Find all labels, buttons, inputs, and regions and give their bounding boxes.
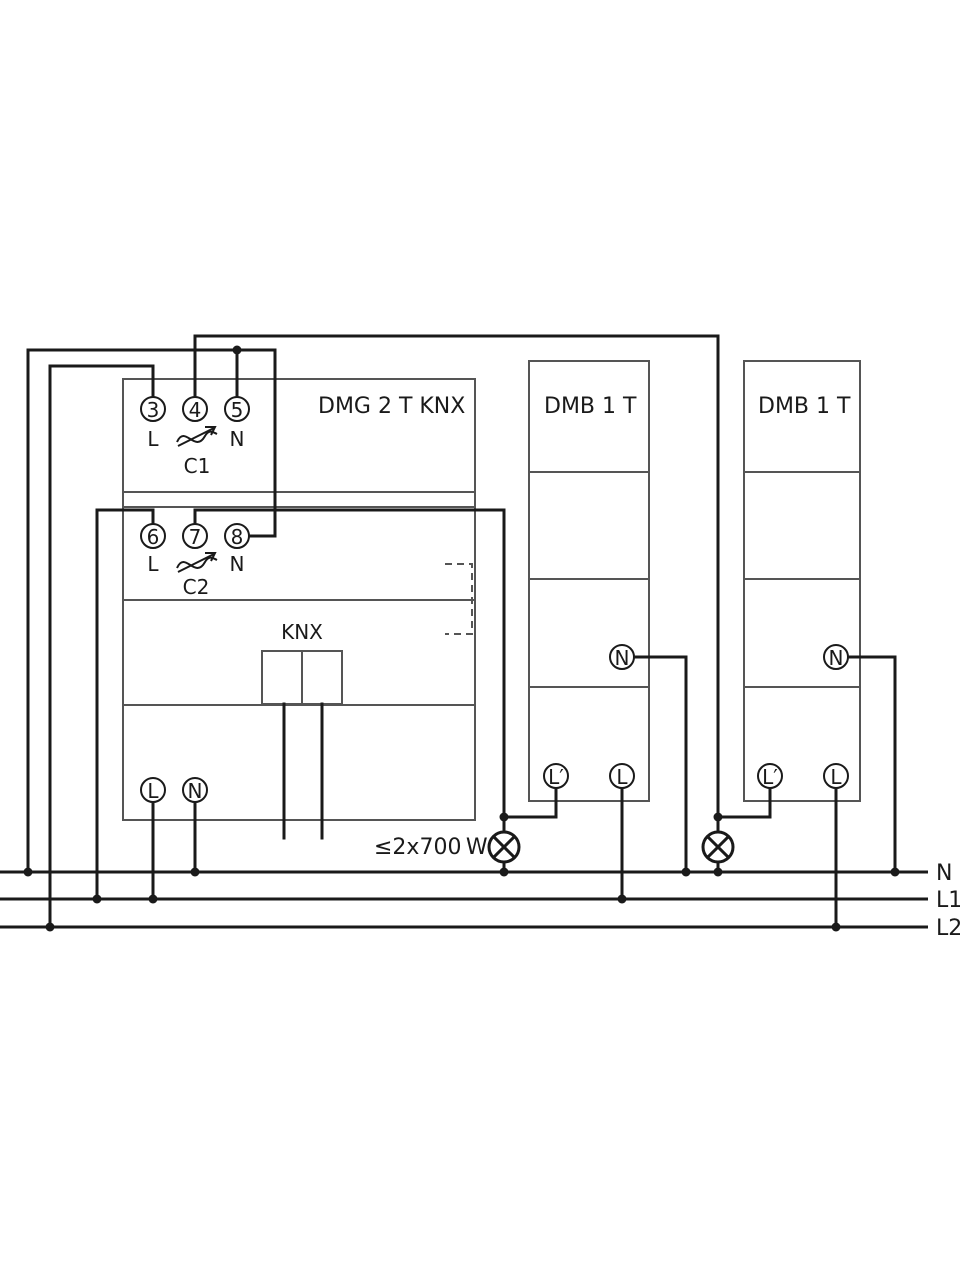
junction-dot bbox=[92, 894, 102, 904]
terminal-5-label: 5 bbox=[231, 398, 244, 422]
bus-rails: N L1 L2 bbox=[0, 861, 960, 941]
booster-2-terminal-lprime[interactable] bbox=[757, 763, 783, 789]
wire-booster1-n bbox=[632, 655, 688, 874]
rail-n-label: N bbox=[936, 861, 952, 886]
booster-1-terminal-n-label: N bbox=[615, 646, 630, 670]
knx-label: KNX bbox=[281, 620, 323, 644]
booster-1-housing bbox=[528, 360, 650, 802]
booster-1-terminal-lprime[interactable] bbox=[543, 763, 569, 789]
wires bbox=[26, 334, 897, 929]
booster-2-terminal-n-label: N bbox=[829, 646, 844, 670]
wire-term-6 bbox=[95, 508, 155, 901]
wire-booster1-lprime bbox=[502, 786, 558, 819]
junction-dot bbox=[713, 867, 723, 877]
wire-c1-output bbox=[193, 334, 720, 833]
junction-dot bbox=[148, 894, 158, 904]
terminal-6-type: L bbox=[147, 552, 159, 576]
wire-booster2-lprime bbox=[716, 786, 772, 819]
booster-2-terminals: N L′ L bbox=[757, 644, 849, 789]
lamp-1 bbox=[487, 830, 521, 864]
wire-c2-output bbox=[193, 508, 506, 833]
terminal-8[interactable] bbox=[224, 523, 250, 549]
wire-term-3 bbox=[48, 364, 155, 929]
dimmer-symbol-icon bbox=[176, 552, 218, 573]
terminal-6-label: 6 bbox=[147, 525, 160, 549]
junctions bbox=[23, 345, 900, 932]
booster-1-terminal-l-label: L bbox=[616, 765, 628, 789]
booster-1-terminals: N L′ L bbox=[543, 644, 635, 789]
booster-1: DMB 1 T bbox=[528, 360, 650, 802]
booster-1-terminal-l[interactable] bbox=[609, 763, 635, 789]
junction-dot bbox=[713, 812, 723, 822]
terminal-3-label: 3 bbox=[147, 398, 160, 422]
wire-neutral bbox=[26, 348, 277, 874]
channel-1-terminals: 3 4 5 L N C1 bbox=[140, 396, 250, 478]
channel-2-name: C2 bbox=[183, 575, 210, 599]
terminal-5[interactable] bbox=[224, 396, 250, 422]
booster-2-housing bbox=[743, 360, 861, 802]
lamp-2 bbox=[701, 830, 735, 864]
channel-2-terminals: 6 7 8 L N C2 bbox=[140, 523, 250, 599]
junction-dot bbox=[23, 867, 33, 877]
load-label: ≤2x700 W bbox=[374, 835, 488, 860]
main-device: DMG 2 T KNX KNX bbox=[122, 378, 476, 821]
terminal-main-n[interactable] bbox=[182, 777, 208, 803]
booster-1-terminal-n[interactable] bbox=[609, 644, 635, 670]
rail-l2-label: L2 bbox=[936, 916, 960, 941]
junction-dot bbox=[831, 922, 841, 932]
terminal-4-label: 4 bbox=[189, 398, 202, 422]
dimmer-symbol-icon bbox=[176, 426, 218, 447]
booster-2-title: DMB 1 T bbox=[758, 394, 851, 419]
channel-1-name: C1 bbox=[184, 454, 211, 478]
terminal-6[interactable] bbox=[140, 523, 166, 549]
terminal-8-type: N bbox=[230, 552, 245, 576]
terminal-main-l[interactable] bbox=[140, 777, 166, 803]
main-device-title: DMG 2 T KNX bbox=[318, 394, 465, 419]
junction-dot bbox=[45, 922, 55, 932]
junction-dot bbox=[232, 345, 242, 355]
terminal-main-l-label: L bbox=[147, 779, 159, 803]
junction-dot bbox=[499, 812, 509, 822]
booster-2-terminal-n[interactable] bbox=[823, 644, 849, 670]
booster-2: DMB 1 T bbox=[743, 360, 861, 802]
junction-dot bbox=[617, 894, 627, 904]
terminal-7-label: 7 bbox=[189, 525, 202, 549]
terminal-main-n-label: N bbox=[188, 779, 203, 803]
rail-l1-label: L1 bbox=[936, 888, 960, 913]
terminal-4[interactable] bbox=[182, 396, 208, 422]
junction-dot bbox=[681, 867, 691, 877]
junction-dot bbox=[190, 867, 200, 877]
junction-dot bbox=[499, 867, 509, 877]
dashed-indicator bbox=[445, 563, 473, 635]
terminal-8-label: 8 bbox=[231, 525, 244, 549]
booster-1-title: DMB 1 T bbox=[544, 394, 637, 419]
booster-2-terminal-l-label: L bbox=[830, 765, 842, 789]
terminal-3-type: L bbox=[147, 427, 159, 451]
terminal-5-type: N bbox=[230, 427, 245, 451]
booster-2-terminal-l[interactable] bbox=[823, 763, 849, 789]
wire-booster2-n bbox=[846, 655, 897, 874]
main-supply-terminals: L N bbox=[140, 777, 208, 803]
terminal-7[interactable] bbox=[182, 523, 208, 549]
booster-2-terminal-lprime-label: L′ bbox=[762, 765, 778, 789]
terminal-3[interactable] bbox=[140, 396, 166, 422]
junction-dot bbox=[890, 867, 900, 877]
booster-1-terminal-lprime-label: L′ bbox=[548, 765, 564, 789]
